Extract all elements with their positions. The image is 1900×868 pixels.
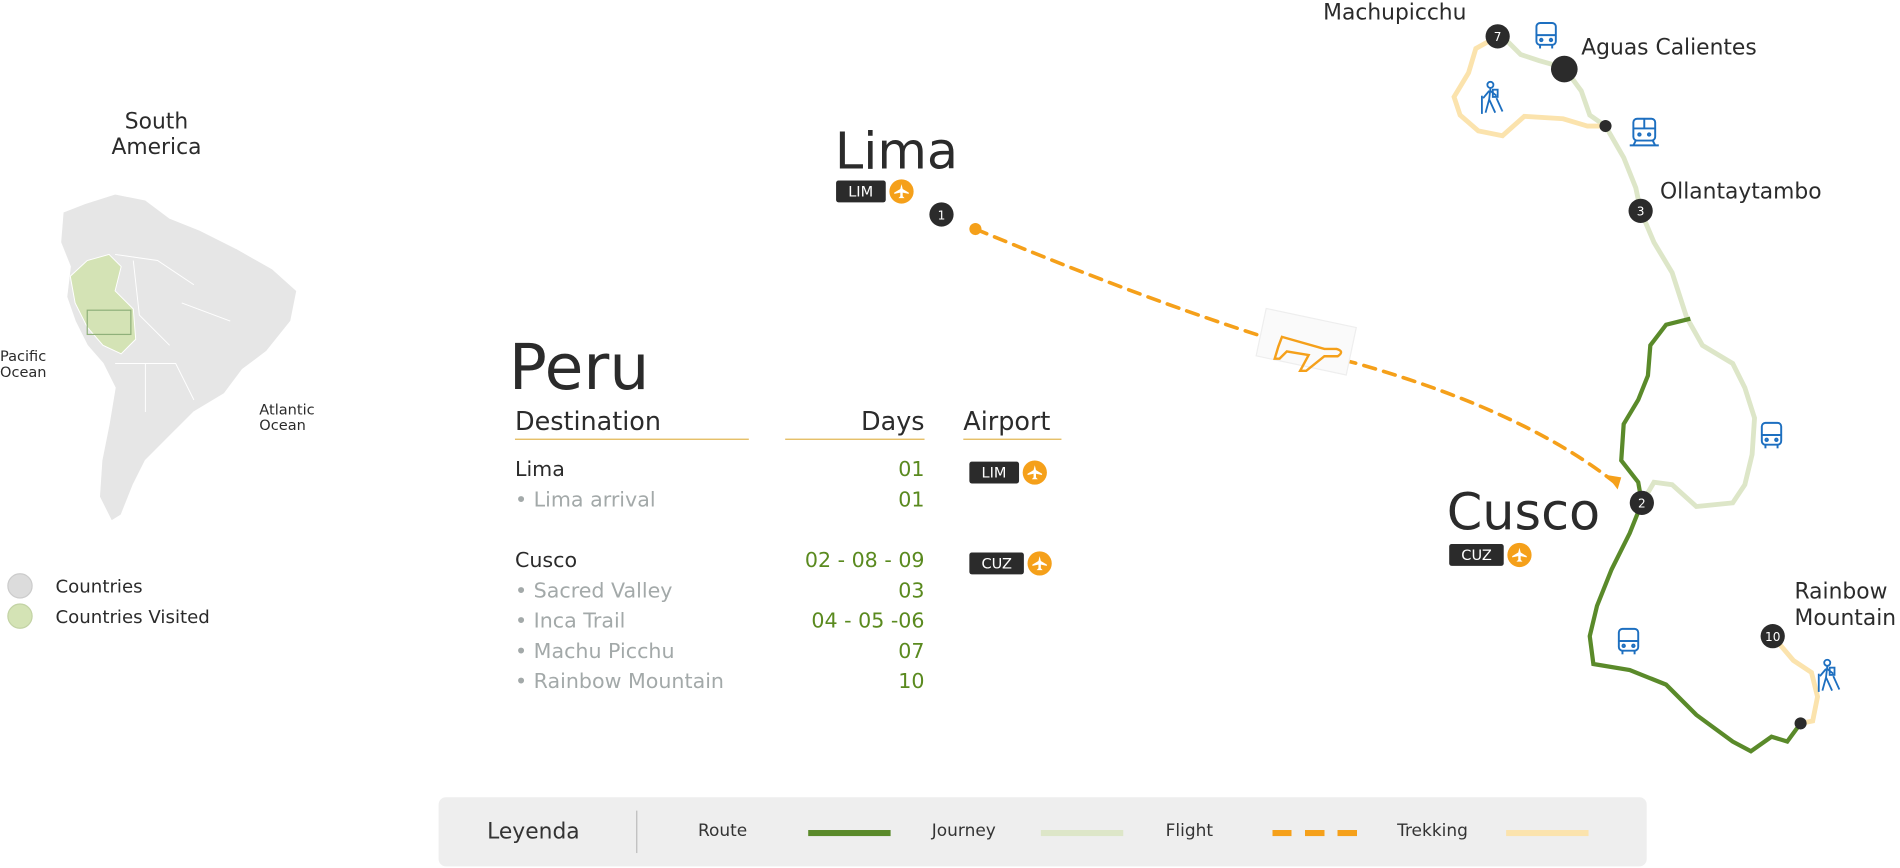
- legend-flight-label: Flight: [1165, 821, 1214, 841]
- ollantaytambo-label: Ollantaytambo: [1660, 180, 1822, 205]
- destination-days: 01: [898, 488, 925, 513]
- airport-badge: LIM: [969, 459, 1047, 485]
- stop-2-number: 2: [1638, 497, 1646, 511]
- pacific-line1: Pacific: [0, 347, 47, 365]
- cusco-city-label: Cusco: [1446, 482, 1601, 542]
- stop-1-marker[interactable]: 1: [929, 202, 954, 227]
- aguas-calientes-marker[interactable]: [1550, 55, 1578, 83]
- south-america-shape: [59, 193, 298, 522]
- destination-name: • Sacred Valley: [514, 579, 673, 604]
- airport-code: LIM: [969, 461, 1019, 483]
- header-airport: Airport: [963, 407, 1062, 440]
- destination-name: • Rainbow Mountain: [514, 670, 724, 695]
- legend-route-swatch: [808, 830, 891, 837]
- legend-divider: [636, 810, 638, 854]
- airport-badge: CUZ: [969, 550, 1052, 575]
- lima-city-label: Lima: [834, 121, 959, 181]
- legend-title: Leyenda: [487, 819, 580, 845]
- visited-label: Countries Visited: [55, 605, 210, 628]
- stop-3-number: 3: [1637, 205, 1645, 219]
- destination-name: Lima: [514, 458, 565, 483]
- legend-route-label: Route: [697, 821, 748, 841]
- atlantic-line1: Atlantic: [259, 401, 315, 419]
- legend-flight-swatch: [1272, 830, 1358, 837]
- destination-days: 07: [898, 639, 925, 665]
- bus-icon: [1760, 421, 1783, 449]
- flight-arrowhead: [1606, 474, 1622, 490]
- map-legend-countries: Countries: [7, 573, 143, 599]
- destination-days: 03: [898, 579, 925, 604]
- destination-name: • Machu Picchu: [514, 639, 675, 665]
- route-line: [1587, 316, 1803, 754]
- header-days: Days: [785, 407, 925, 440]
- hiker-icon: [1817, 658, 1841, 692]
- destination-name: Cusco: [514, 548, 578, 574]
- legend-journey-swatch: [1040, 830, 1124, 837]
- airplane-icon: [888, 178, 914, 203]
- legend-bar: Leyenda Route Journey Flight Trekking: [438, 797, 1647, 867]
- country-title: Peru: [508, 332, 650, 405]
- airplane-icon: [1022, 459, 1047, 485]
- legend-journey-label: Journey: [931, 821, 996, 841]
- south-america-map: [59, 193, 298, 522]
- rainbow-label-line1: Rainbow: [1795, 580, 1888, 605]
- aguas-calientes-label: Aguas Calientes: [1581, 36, 1756, 61]
- legend-trekking-label: Trekking: [1397, 821, 1468, 841]
- trekking-line: [1451, 34, 1606, 139]
- cusco-code: CUZ: [1449, 543, 1504, 566]
- cusco-airport-badge: CUZ: [1449, 542, 1532, 567]
- stop-10-marker[interactable]: 10: [1760, 624, 1785, 649]
- destination-days: 04 - 05 -06: [811, 609, 925, 634]
- legend-trekking-swatch: [1506, 830, 1589, 837]
- stop-10-number: 10: [1765, 630, 1780, 644]
- hiker-icon: [1481, 80, 1504, 114]
- machupicchu-label: Machupicchu: [1323, 0, 1466, 25]
- atlantic-ocean-label: Atlantic Ocean: [259, 402, 314, 434]
- countries-swatch: [7, 573, 33, 599]
- destination-days: 10: [898, 670, 925, 695]
- destination-name: • Lima arrival: [514, 488, 656, 513]
- pacific-ocean-label: Pacific Ocean: [0, 347, 47, 381]
- airplane-icon: [1027, 550, 1052, 575]
- stop-1-number: 1: [938, 208, 946, 222]
- airport-code: CUZ: [969, 551, 1025, 574]
- stop-7-marker[interactable]: 7: [1485, 24, 1510, 49]
- lima-code: LIM: [836, 179, 886, 202]
- lima-airport-badge: LIM: [836, 178, 914, 203]
- atlantic-line2: Ocean: [259, 416, 306, 434]
- train-icon: [1629, 117, 1659, 147]
- stop-7-number: 7: [1494, 30, 1502, 44]
- destination-days: 02 - 08 - 09: [804, 548, 925, 574]
- waypoint-dot: [1599, 119, 1612, 133]
- map-legend-visited: Countries Visited: [7, 603, 210, 629]
- trekking-line-rainbow: [1770, 634, 1821, 726]
- destination-name: • Inca Trail: [514, 609, 626, 634]
- destination-days: 01: [898, 458, 925, 483]
- bus-icon: [1535, 22, 1557, 49]
- airplane-icon: [1507, 542, 1532, 567]
- lima-origin-dot: [969, 222, 982, 236]
- continent-title-line2: America: [111, 134, 202, 160]
- continent-title: South America: [111, 109, 201, 160]
- header-destination: Destination: [514, 407, 749, 440]
- bus-icon: [1617, 627, 1640, 655]
- visited-swatch: [7, 603, 33, 629]
- peru-shape: [69, 253, 137, 355]
- continent-title-line1: South: [124, 109, 189, 135]
- waypoint-dot-rainbow: [1794, 717, 1807, 730]
- stop-3-marker[interactable]: 3: [1628, 198, 1653, 223]
- rainbow-label-line2: Mountain: [1795, 606, 1897, 631]
- flight-path: [973, 227, 1620, 487]
- countries-borders: [115, 253, 231, 412]
- countries-label: Countries: [55, 574, 143, 597]
- pacific-line2: Ocean: [0, 363, 47, 381]
- flight-plane-icon: [1255, 307, 1358, 376]
- region-highlight-box: [86, 309, 132, 336]
- journey-line: [1500, 34, 1757, 510]
- stop-2-marker[interactable]: 2: [1629, 490, 1654, 515]
